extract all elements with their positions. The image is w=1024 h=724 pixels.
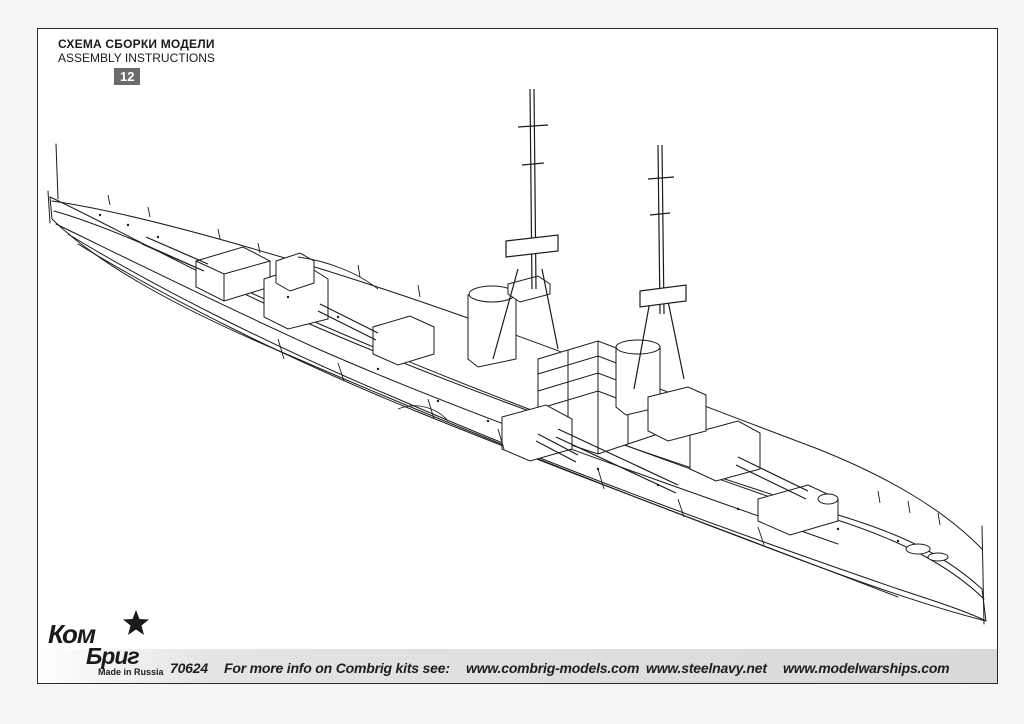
logo-line-1: Ком [48,619,96,649]
footer-info-text: For more info on Combrig kits see: [224,660,450,676]
wing-turret-port [372,315,435,366]
star-icon [123,610,149,635]
aft-turret [689,420,761,482]
hull-outline [49,196,987,622]
link-combrig[interactable]: www.combrig-models.com [466,660,640,676]
sheet-header: СХЕМА СБОРКИ МОДЕЛИ ASSEMBLY INSTRUCTION… [58,37,215,86]
title-russian: СХЕМА СБОРКИ МОДЕЛИ [58,37,215,51]
logo-line-2: Бриг [86,643,140,669]
forward-turret [195,246,271,302]
instruction-sheet: СХЕМА СБОРКИ МОДЕЛИ ASSEMBLY INSTRUCTION… [37,28,998,684]
mast-main [657,144,665,315]
kit-number: 70624 [170,660,208,676]
page-number-badge: 12 [114,68,141,85]
combrig-logo: Ком Бриг Made in Russia [46,609,176,679]
footer-band: 70624 For more info on Combrig kits see:… [38,649,997,683]
battleship-drawing [47,88,987,625]
deck-edge [51,200,983,550]
link-modelwarships[interactable]: www.modelwarships.com [783,660,950,676]
link-steelnavy[interactable]: www.steelnavy.net [646,660,767,676]
bow-stem [47,190,51,224]
mast-fore [529,88,537,290]
centre-turret [501,404,573,462]
title-english: ASSEMBLY INSTRUCTIONS [58,51,215,65]
made-in-russia: Made in Russia [98,667,164,677]
